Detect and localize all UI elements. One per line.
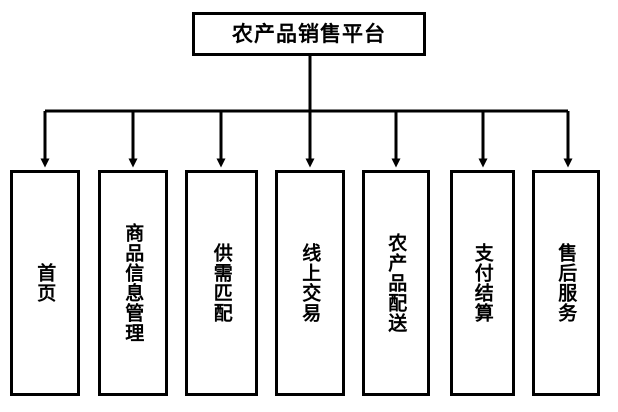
leaf-node-label: 农产品配送	[385, 233, 408, 333]
leaf-node-homepage[interactable]: 首页	[10, 170, 80, 396]
leaf-node-label: 供需匹配	[210, 243, 233, 323]
leaf-node-label: 商品信息管理	[122, 223, 145, 343]
leaf-node-after-sales-service[interactable]: 售后服务	[532, 170, 600, 396]
leaf-node-product-delivery[interactable]: 农产品配送	[362, 170, 430, 396]
leaf-node-label: 首页	[34, 263, 57, 303]
leaf-node-label: 售后服务	[555, 243, 578, 323]
root-node-platform[interactable]: 农产品销售平台	[192, 12, 426, 56]
leaf-node-product-info-management[interactable]: 商品信息管理	[98, 170, 168, 396]
leaf-node-label: 支付结算	[471, 243, 494, 323]
root-node-label: 农产品销售平台	[232, 21, 386, 46]
leaf-node-supply-demand-matching[interactable]: 供需匹配	[185, 170, 258, 396]
leaf-node-payment-settlement[interactable]: 支付结算	[450, 170, 515, 396]
leaf-node-label: 线上交易	[299, 243, 322, 323]
leaf-node-online-transaction[interactable]: 线上交易	[275, 170, 345, 396]
